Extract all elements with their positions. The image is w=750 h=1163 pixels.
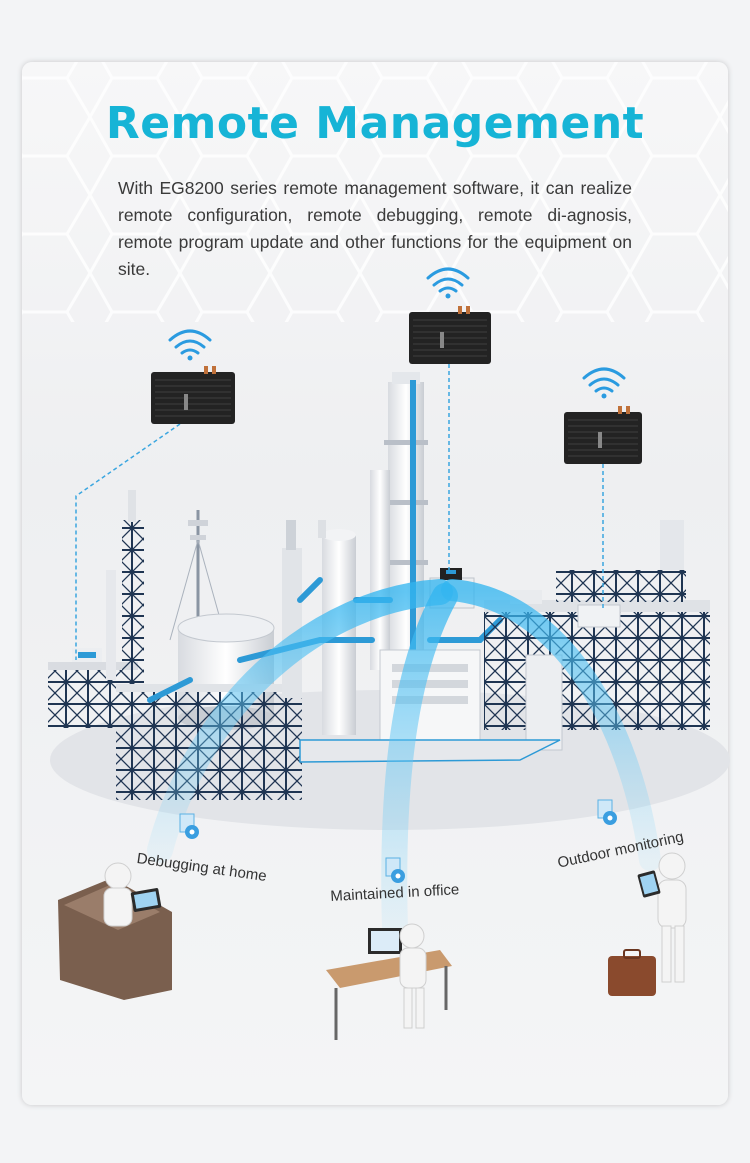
- gateway-device-center: [409, 306, 491, 364]
- person-on-sofa: [58, 862, 172, 1000]
- left-lattice-tower: [106, 490, 144, 690]
- page-title: Remote Management: [105, 98, 645, 149]
- person-standing: [608, 852, 687, 996]
- hexagon-pattern: [22, 62, 728, 322]
- dashed-connections: [75, 364, 604, 660]
- gear-document-icon: [597, 799, 617, 825]
- person-at-desk: [326, 923, 452, 1040]
- gateway-device-right: [564, 406, 642, 464]
- wifi-icon: [582, 367, 626, 399]
- gear-document-icon: [179, 813, 199, 839]
- gateway-device-left: [151, 366, 235, 424]
- walkway: [299, 739, 561, 763]
- gear-document-icon: [385, 857, 405, 883]
- wifi-icon: [168, 329, 212, 361]
- description-text: With EG8200 series remote management sof…: [118, 178, 632, 279]
- wifi-icon: [426, 267, 470, 299]
